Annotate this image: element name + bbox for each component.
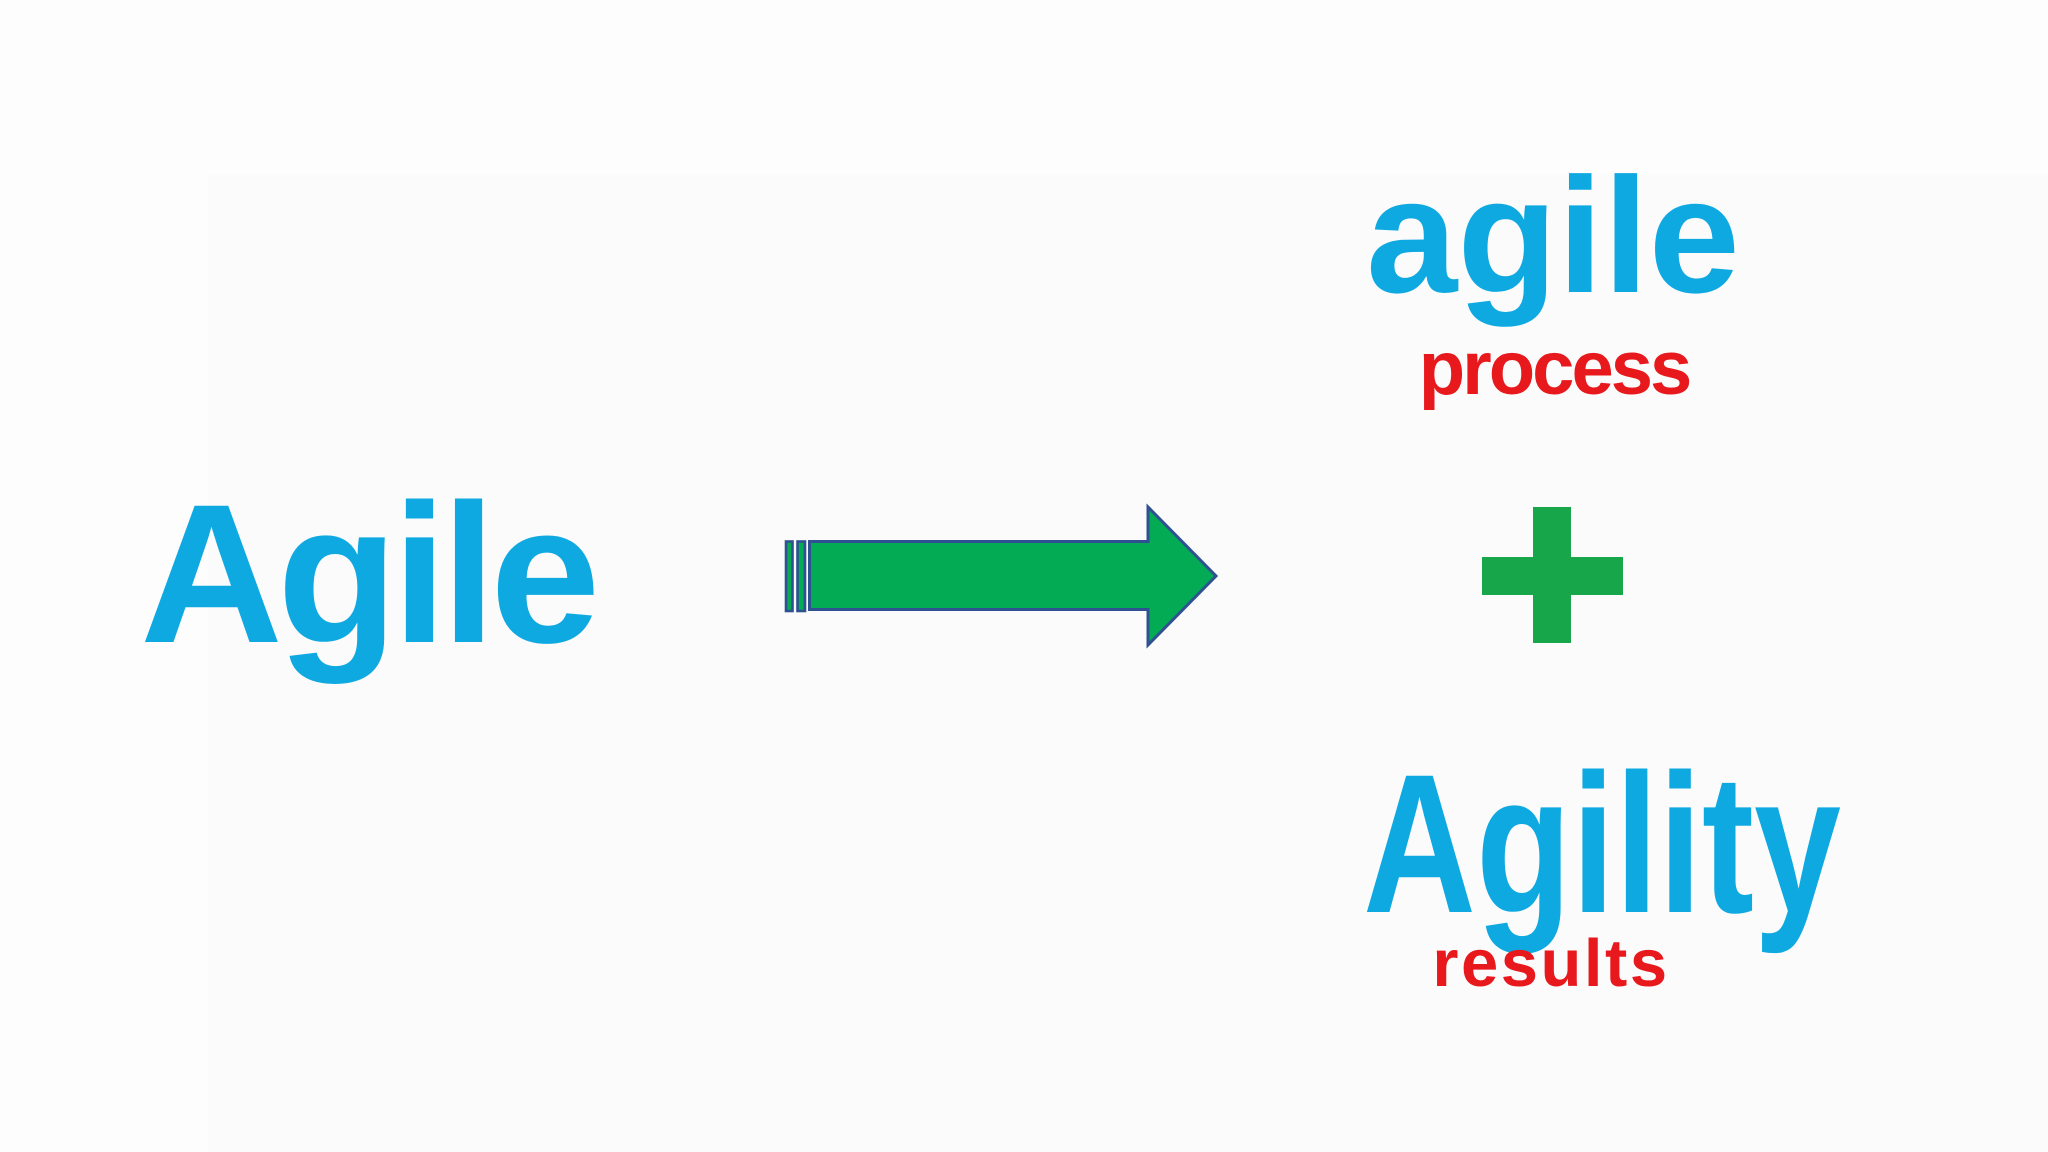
source-term: Agile xyxy=(140,463,600,684)
arrow-right-icon xyxy=(784,503,1219,649)
equation-term-agile: agile xyxy=(1366,144,1740,327)
equation-label-results: results xyxy=(1432,926,1670,1001)
equation-label-process: process xyxy=(1418,326,1693,411)
plus-icon xyxy=(1482,507,1623,643)
equation-term-agility: Agility xyxy=(1363,733,1841,954)
